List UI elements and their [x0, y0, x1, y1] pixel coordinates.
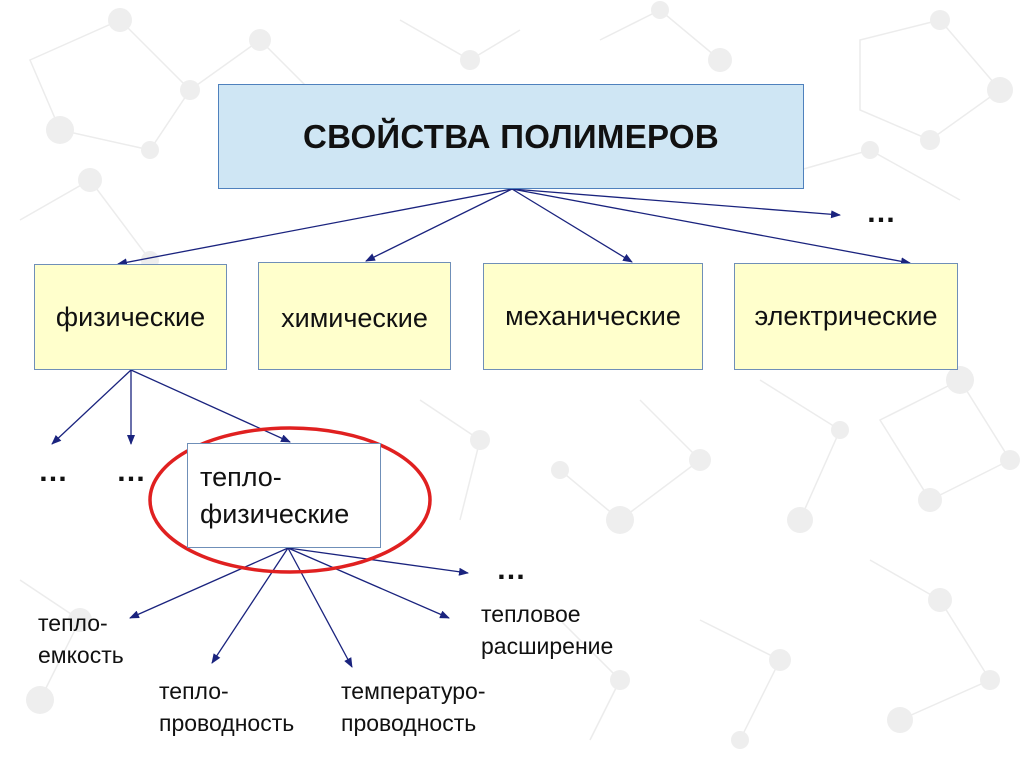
- leaf-heat-capacity-line1: тепло-: [38, 610, 108, 636]
- subcategory-box-thermophysical: тепло- физические: [187, 443, 381, 548]
- subcategory-label-line2: физические: [200, 498, 350, 529]
- leaf-thermal-expansion-line1: тепловое: [481, 601, 581, 627]
- arrow-root-to-physical: [117, 188, 513, 267]
- root-box-polymer-properties: СВОЙСТВА ПОЛИМЕРОВ: [218, 84, 804, 189]
- leaf-temperature-conductivity-line2: проводность: [341, 710, 477, 736]
- highlight-ellipse: [148, 426, 432, 574]
- leaf-temperature-conductivity-line1: температуро-: [341, 678, 486, 704]
- arrow-thermo-to-expansion: [287, 547, 450, 619]
- leaf-heat-capacity: тепло- емкость: [38, 607, 124, 671]
- ellipsis-more-physical-1: …: [38, 455, 69, 488]
- arrow-root-to-mechanical: [511, 188, 633, 263]
- arrow-root-to-electrical: [511, 188, 911, 266]
- arrow-thermo-to-heatcap: [129, 547, 289, 619]
- arrow-physical-to-thermo: [130, 369, 291, 443]
- subcategory-label-line1: тепло-: [200, 461, 282, 492]
- category-box-chemical: химические: [258, 262, 451, 370]
- leaf-heat-conductivity-line2: проводность: [159, 710, 295, 736]
- ellipsis-more-thermo: …: [496, 553, 527, 586]
- category-box-electrical: электрические: [734, 263, 958, 370]
- arrow-root-to-more: [511, 188, 841, 219]
- leaf-thermal-expansion: тепловое расширение: [481, 598, 613, 662]
- category-label-electrical: электрические: [754, 301, 938, 331]
- arrow-thermo-to-heatcond: [211, 547, 289, 664]
- leaf-temperature-conductivity: температуро- проводность: [341, 675, 485, 739]
- ellipsis-more-categories: …: [866, 196, 897, 229]
- ellipsis-more-physical-2: …: [116, 455, 147, 488]
- leaf-heat-conductivity-line1: тепло-: [159, 678, 229, 704]
- arrow-physical-to-more-1: [51, 369, 132, 445]
- arrow-root-to-chemical: [365, 188, 513, 262]
- category-label-mechanical: механические: [505, 301, 681, 331]
- arrow-thermo-to-more: [287, 547, 469, 576]
- root-title: СВОЙСТВА ПОЛИМЕРОВ: [303, 117, 719, 155]
- leaf-thermal-expansion-line2: расширение: [481, 633, 614, 659]
- category-label-physical: физические: [55, 301, 206, 332]
- category-box-physical: физические: [34, 264, 227, 370]
- leaf-heat-conductivity: тепло- проводность: [159, 675, 294, 739]
- category-box-mechanical: механические: [483, 263, 703, 370]
- category-label-chemical: химические: [281, 303, 428, 333]
- leaf-heat-capacity-line2: емкость: [38, 642, 124, 668]
- arrow-thermo-to-tempcond: [287, 547, 353, 668]
